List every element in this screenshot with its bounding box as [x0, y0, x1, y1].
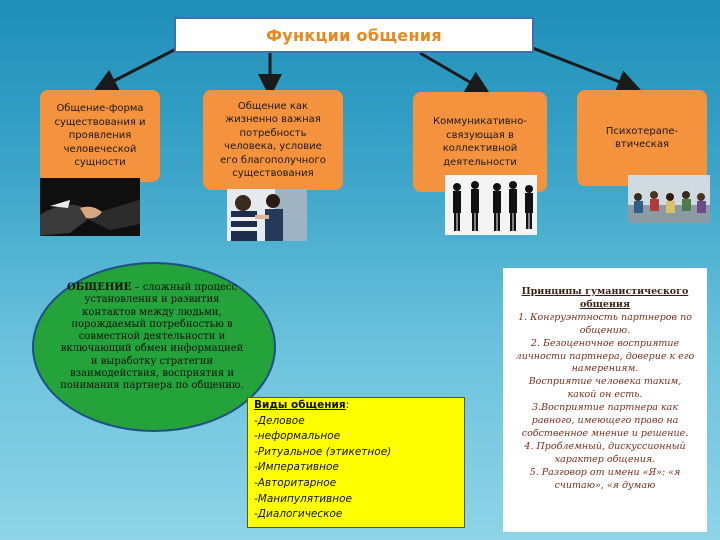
principle-line: 4. Проблемный, дискуссионный: [524, 440, 686, 452]
type-item: -Манипулятивное: [254, 492, 352, 505]
function-box-4: Психотерапе-втическая: [577, 90, 707, 186]
principle-line: 1. Конгруэнтность партнеров по: [518, 311, 692, 323]
type-item: -Ритуальное (этикетное): [254, 445, 392, 458]
arrow-4: [529, 45, 642, 93]
communication-types-box: Виды общения: -Деловое -неформальное -Ри…: [247, 397, 465, 528]
types-heading: Виды общения:: [254, 399, 350, 411]
arrow-1: [93, 45, 181, 92]
principle-line: характер общения.: [554, 453, 656, 465]
definition-ellipse: [32, 262, 276, 432]
principle-line: личности партнера, доверие к его: [515, 350, 695, 362]
type-item: -Авторитарное: [254, 476, 337, 489]
silhouettes-photo: [445, 175, 537, 235]
principle-line: 2. Безоценочное восприятие: [530, 337, 680, 349]
people-greeting-photo: [227, 189, 307, 241]
type-item: -Диалогическое: [254, 508, 343, 521]
principle-line: 5. Разговор от имени «Я»: «я: [529, 466, 681, 478]
type-item: -неформальное: [254, 430, 341, 443]
principle-line: собственное мнение и решение.: [521, 427, 689, 439]
type-item: -Деловое: [254, 414, 305, 427]
type-item: -Императивное: [254, 461, 339, 474]
handshake-photo: [40, 178, 140, 236]
principles-box: Принципы гуманистического общения 1. Кон…: [503, 268, 707, 532]
principle-line: равного, имеющего право на: [531, 415, 679, 427]
definition-text: ОБЩЕНИЕ – сложный процесс установления и…: [60, 282, 244, 392]
principle-line: считаю», «я думаю: [554, 479, 656, 491]
principle-line: какой он есть.: [567, 389, 643, 401]
title-box: Функции общения: [174, 17, 534, 53]
page-title: Функции общения: [266, 25, 442, 45]
principle-line: общению.: [579, 324, 631, 336]
group-session-photo: [628, 175, 710, 223]
principle-line: намерениям.: [571, 363, 639, 375]
principle-line: 3.Восприятие партнера как: [532, 402, 678, 414]
definition-term: ОБЩЕНИЕ: [67, 282, 132, 293]
principles-heading: Принципы гуманистического общения: [521, 286, 689, 310]
arrow-3: [419, 51, 491, 95]
principle-line: Восприятие человека таким,: [528, 376, 682, 388]
function-text-4: Психотерапе-втическая: [605, 125, 679, 151]
